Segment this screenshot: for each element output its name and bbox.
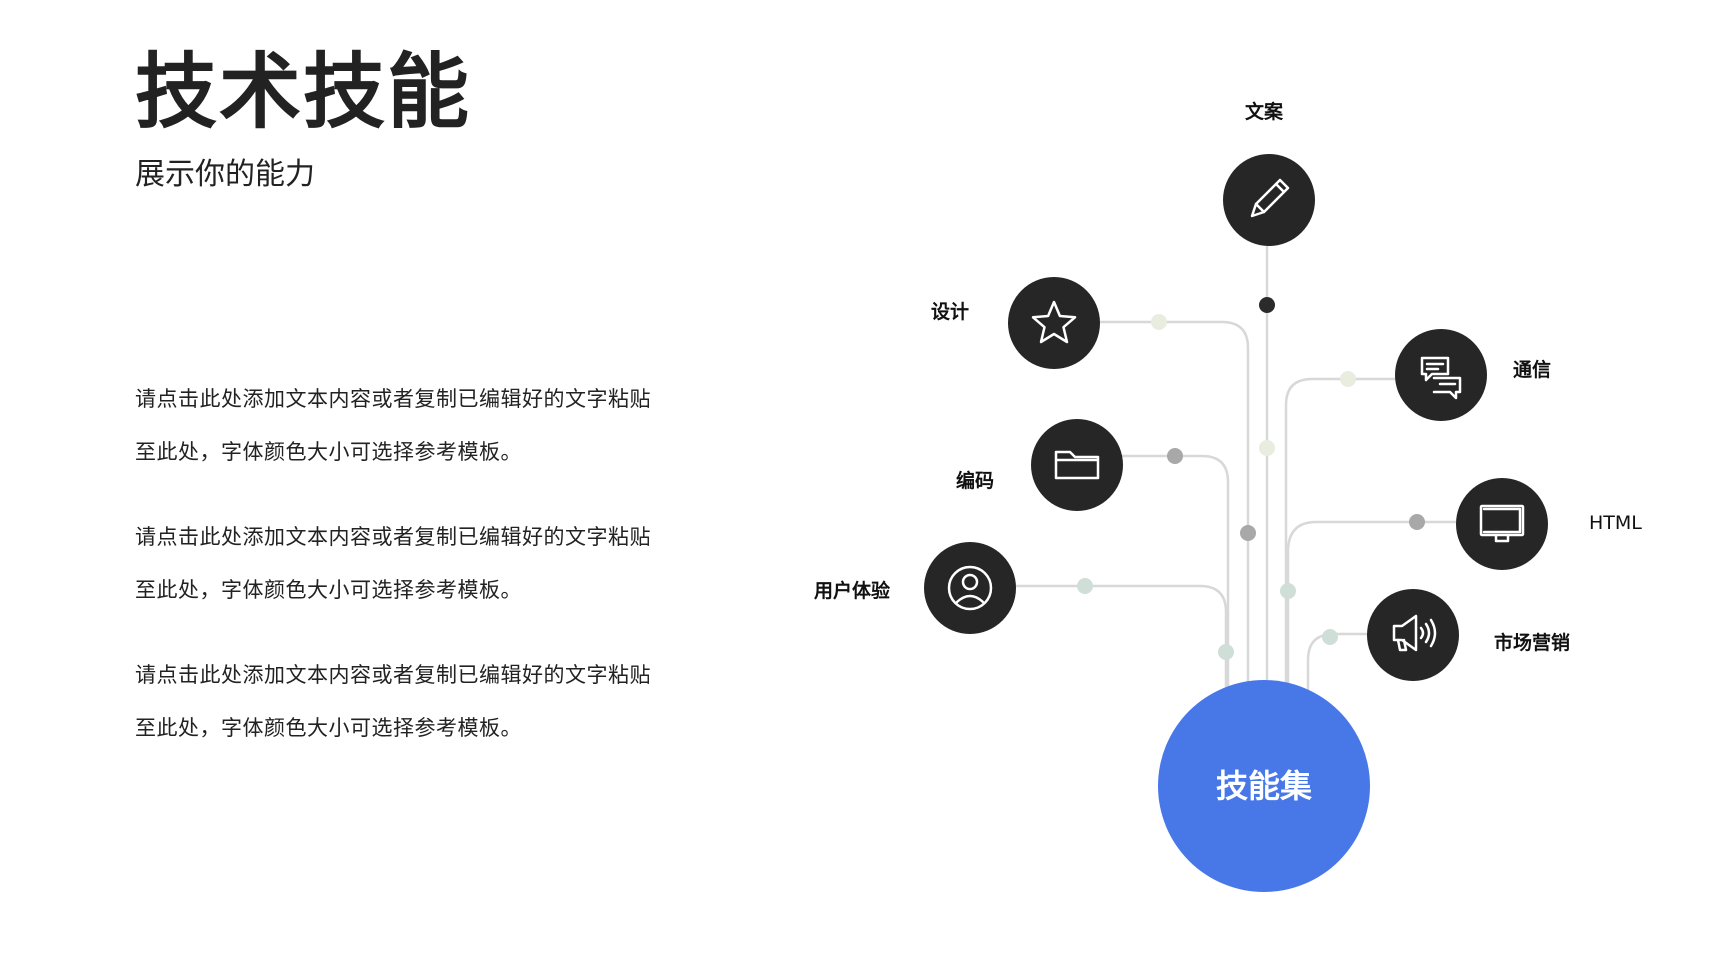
body-paragraph-1: 请点击此处添加文本内容或者复制已编辑好的文字粘贴至此处，字体颜色大小可选择参考模… — [135, 387, 651, 464]
skillset-center-circle — [1158, 680, 1370, 892]
connector-ux — [1014, 584, 1228, 690]
node-label-design: 设计 — [931, 301, 970, 323]
node-label-communication: 通信 — [1513, 359, 1552, 381]
node-label-coding: 编码 — [956, 470, 995, 492]
node-html — [1456, 478, 1548, 570]
node-label-html: HTML — [1589, 512, 1642, 534]
user-icon — [947, 565, 993, 611]
node-communication — [1395, 329, 1487, 421]
connector-marketing — [1306, 632, 1370, 690]
monitor-icon — [1479, 504, 1525, 543]
dot-design — [1151, 314, 1167, 330]
dot-coding-lower — [1240, 525, 1256, 541]
connector-html — [1286, 520, 1456, 690]
node-design — [1008, 277, 1100, 369]
star-icon — [1031, 300, 1077, 344]
dot-marketing — [1322, 629, 1338, 645]
dot-html — [1409, 514, 1425, 530]
connector-communication — [1284, 377, 1396, 690]
connector-coding — [1120, 454, 1230, 690]
dot-communication-lower — [1280, 583, 1296, 599]
connector-dots — [1077, 297, 1425, 660]
dot-copywriting — [1259, 297, 1275, 313]
node-label-copywriting: 文案 — [1245, 101, 1284, 123]
megaphone-icon — [1392, 614, 1437, 652]
body-paragraph-3: 请点击此处添加文本内容或者复制已编辑好的文字粘贴至此处，字体颜色大小可选择参考模… — [135, 663, 651, 740]
body-paragraph-2: 请点击此处添加文本内容或者复制已编辑好的文字粘贴至此处，字体颜色大小可选择参考模… — [135, 525, 651, 602]
node-coding — [1031, 419, 1123, 511]
dot-ux-lower — [1218, 644, 1234, 660]
page-subtitle: 展示你的能力 — [135, 157, 315, 192]
folder-icon — [1054, 450, 1100, 480]
dot-copywriting-lower — [1259, 440, 1275, 456]
page-title: 技术技能 — [135, 45, 472, 140]
dot-coding — [1167, 448, 1183, 464]
chat-bubbles-icon — [1420, 356, 1462, 400]
node-marketing — [1367, 589, 1459, 681]
pencil-icon — [1250, 178, 1290, 218]
node-copywriting — [1223, 154, 1315, 246]
skillset-center-label: 技能集 — [1215, 767, 1312, 805]
node-label-marketing: 市场营销 — [1494, 632, 1571, 654]
node-label-ux: 用户体验 — [814, 580, 891, 602]
dot-communication — [1340, 371, 1356, 387]
node-ux — [924, 542, 1016, 634]
connector-design — [1096, 320, 1250, 690]
dot-ux — [1077, 578, 1093, 594]
